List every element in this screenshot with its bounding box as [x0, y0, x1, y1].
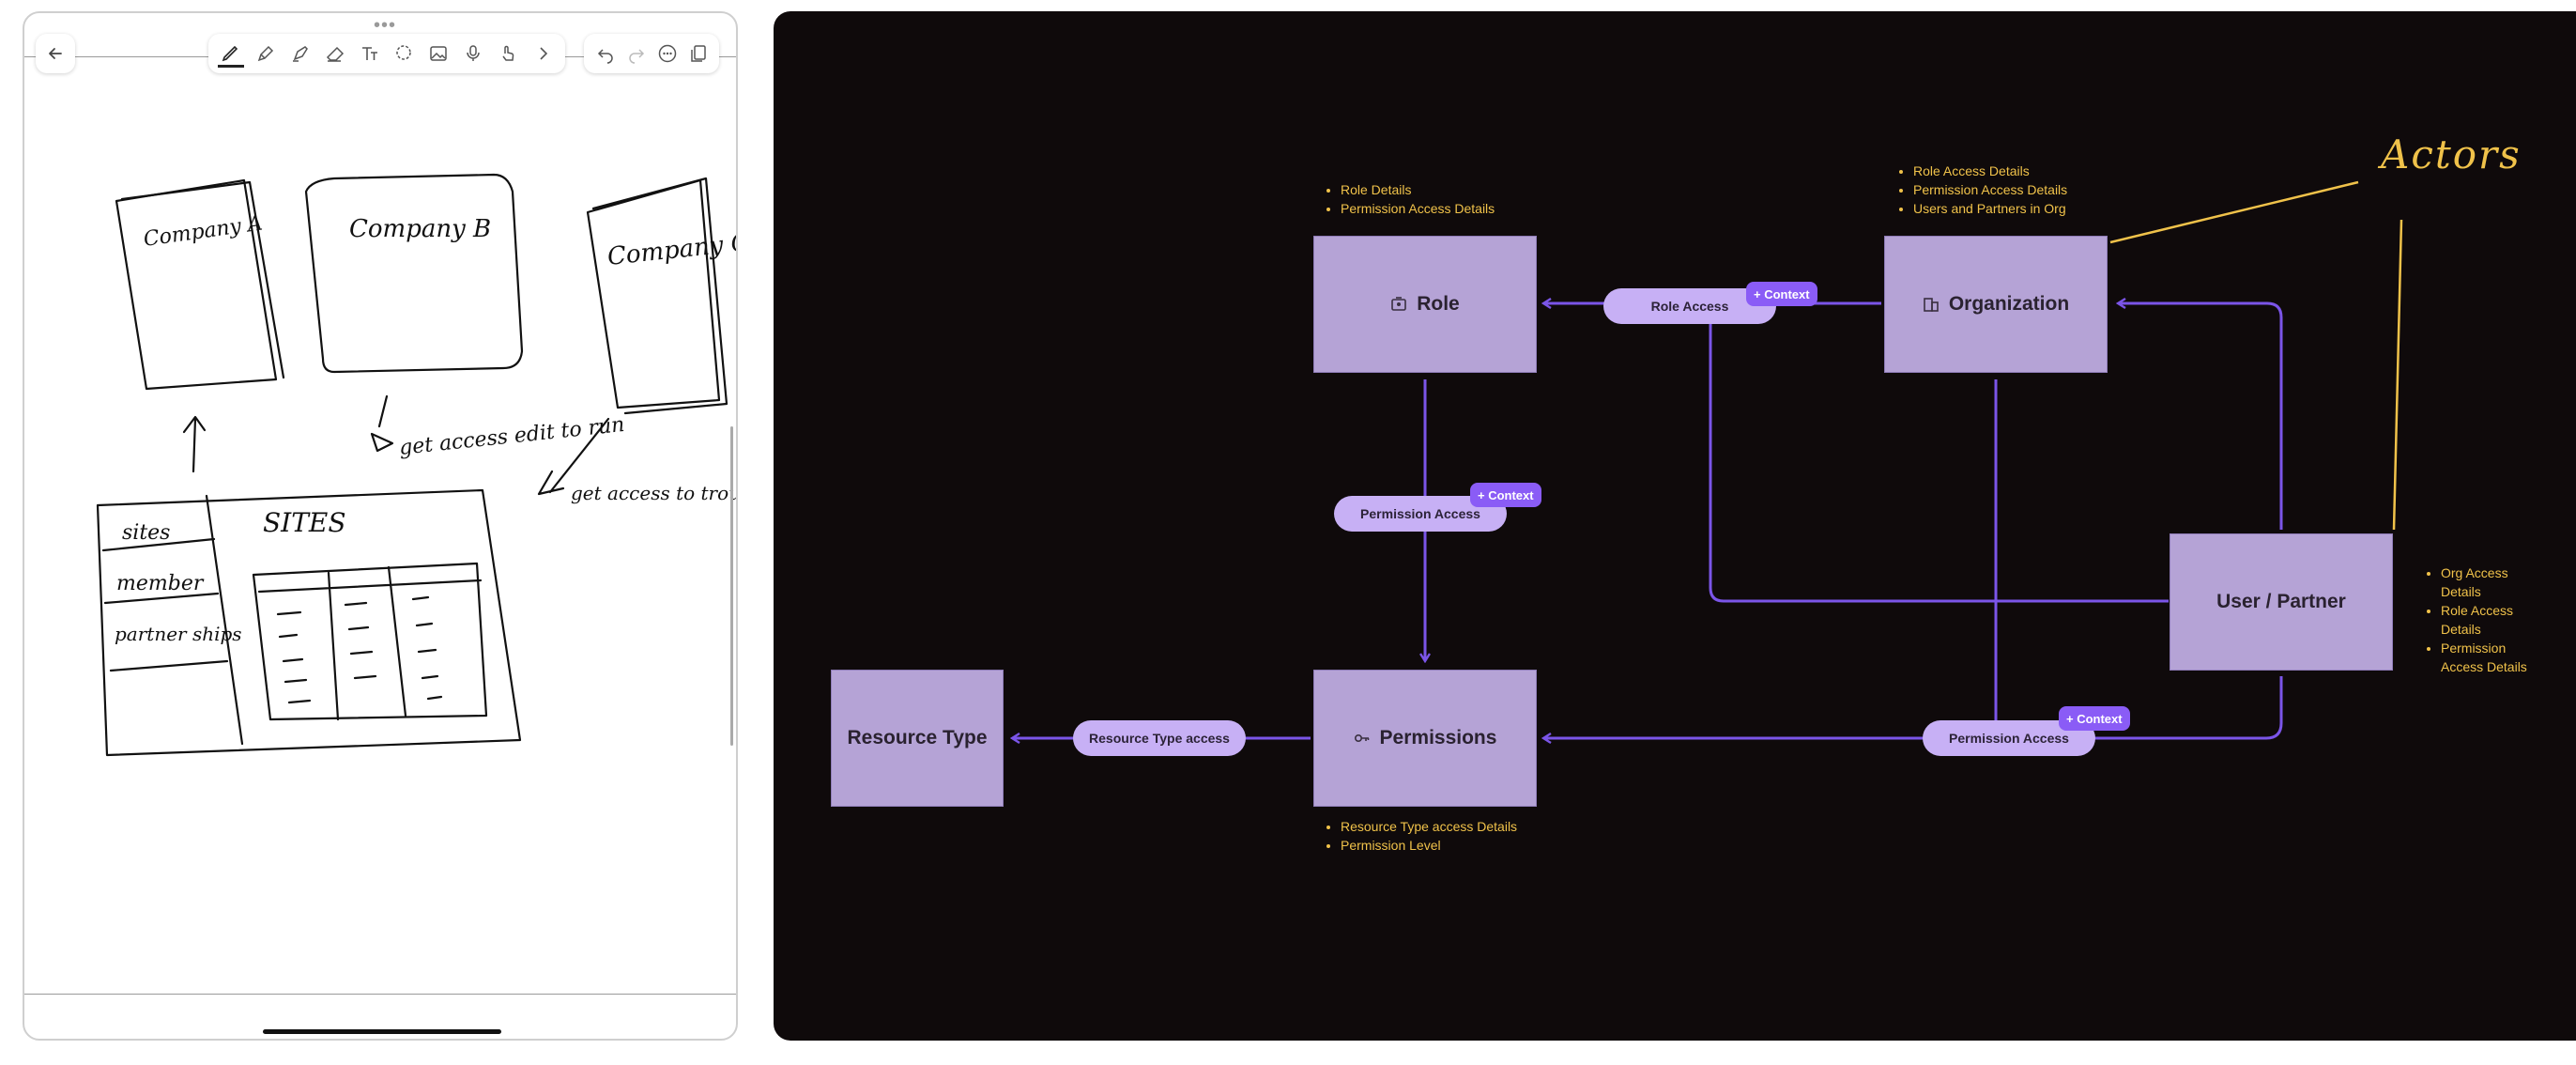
diagram-canvas: Role Organization User / Partner Permiss…	[774, 11, 2576, 1041]
note-item: Permission Access Details	[2441, 639, 2546, 676]
microphone-icon[interactable]	[460, 40, 486, 67]
note-item: Org Access Details	[2441, 563, 2546, 601]
permissions-node[interactable]: Permissions	[1313, 670, 1537, 807]
arrow-to-company-c	[537, 417, 610, 496]
actors-line-to-user	[2392, 219, 2403, 531]
company-a-card	[115, 178, 278, 391]
chevron-right-icon[interactable]	[529, 40, 556, 67]
edge-user-to-org	[2118, 303, 2283, 530]
user-partner-label: User / Partner	[2216, 591, 2346, 612]
note-item: Permission Access Details	[1913, 180, 2067, 199]
sites-frame	[96, 488, 522, 757]
highlighter-icon[interactable]	[287, 40, 314, 67]
sites-heading: SITES	[263, 507, 346, 538]
partnerships-tab-label: partner ships	[115, 623, 242, 645]
note-item: Role Details	[1341, 180, 1495, 199]
touch-icon[interactable]	[495, 40, 521, 67]
home-indicator[interactable]	[263, 1029, 501, 1034]
permission-access-context-badge-vertical[interactable]: + Context	[1470, 483, 1541, 507]
role-node[interactable]: Role	[1313, 236, 1537, 373]
permissions-label: Permissions	[1379, 727, 1497, 749]
pen-icon[interactable]	[218, 40, 245, 68]
note-item: Permission Access Details	[1341, 199, 1495, 218]
fountain-pen-icon[interactable]	[253, 40, 279, 67]
actors-line-to-org	[2109, 180, 2359, 244]
back-button[interactable]	[36, 34, 75, 73]
diagram-edges	[774, 180, 2403, 1041]
note-item: Role Access Details	[2441, 601, 2546, 639]
arrow-to-company-b	[370, 394, 394, 453]
company-a-label: Company A	[142, 211, 264, 252]
resource-type-node[interactable]: Resource Type	[831, 670, 1004, 807]
get-access-edit-note: get access edit to run	[398, 413, 625, 460]
handwritten-sketch: Company A Company B Company C get access…	[96, 173, 738, 757]
edge-role-access-to-user	[1709, 323, 2169, 603]
pages-icon[interactable]	[685, 40, 712, 67]
note-item: Resource Type access Details	[1341, 817, 1517, 836]
id-badge-icon	[1390, 296, 1407, 313]
permissions-notes: Resource Type access Details Permission …	[1324, 817, 1517, 855]
notebook-panel: •••	[23, 11, 738, 1041]
sites-tab-label: sites	[122, 521, 170, 545]
eraser-icon[interactable]	[322, 40, 348, 67]
get-access-trouble-note: get access to trouble shoot	[571, 482, 738, 504]
note-item: Role Access Details	[1913, 162, 2067, 180]
organization-node[interactable]: Organization	[1884, 236, 2108, 373]
redo-icon[interactable]	[623, 40, 650, 67]
sites-table	[252, 562, 488, 721]
role-access-context-badge[interactable]: + Context	[1746, 282, 1817, 306]
permission-access-pill-vertical[interactable]: Permission Access	[1334, 496, 1507, 532]
company-b-label: Company B	[349, 215, 491, 243]
page-bottom-rule	[24, 994, 736, 995]
arrow-to-company-a	[182, 415, 207, 473]
note-item: Users and Partners in Org	[1913, 199, 2067, 218]
permission-access-context-badge-bottom[interactable]: + Context	[2059, 706, 2130, 731]
key-icon	[1354, 730, 1371, 747]
organization-label: Organization	[1948, 293, 2070, 315]
role-notes: Role Details Permission Access Details	[1324, 180, 1495, 218]
note-item: Permission Level	[1341, 836, 1517, 855]
actors-annotation: Actors	[2381, 131, 2522, 178]
image-icon[interactable]	[425, 40, 452, 67]
user-partner-node[interactable]: User / Partner	[2170, 533, 2393, 671]
company-c-card	[586, 178, 721, 409]
drag-handle[interactable]: •••	[374, 15, 397, 36]
edge-user-to-permissions	[1543, 676, 2283, 738]
undo-icon[interactable]	[592, 40, 619, 67]
company-b-card	[304, 173, 524, 374]
drawing-toolbar	[208, 34, 565, 73]
more-icon[interactable]	[654, 40, 681, 67]
building-icon	[1923, 296, 1940, 313]
role-label: Role	[1417, 293, 1460, 315]
member-tab-label: member	[116, 572, 205, 595]
resource-type-access-pill[interactable]: Resource Type access	[1073, 720, 1246, 756]
scrollbar[interactable]	[730, 426, 733, 746]
arrow-left-icon	[46, 44, 65, 63]
history-toolbar	[584, 34, 719, 73]
lasso-icon[interactable]	[391, 40, 417, 67]
company-c-label: Company C	[606, 228, 738, 271]
resource-type-label: Resource Type	[847, 727, 988, 749]
user-partner-notes: Org Access Details Role Access Details P…	[2424, 563, 2546, 676]
organization-notes: Role Access Details Permission Access De…	[1896, 162, 2067, 218]
text-icon[interactable]	[357, 40, 383, 67]
